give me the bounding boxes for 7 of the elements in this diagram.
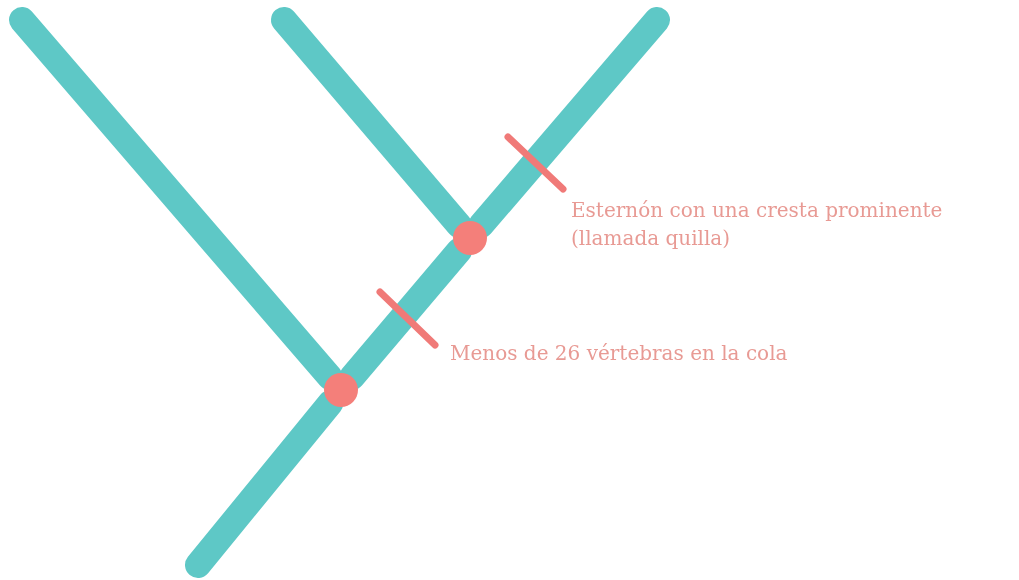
tree-branch [185, 390, 344, 578]
trait-label: Menos de 26 vértebras en la cola [450, 340, 788, 367]
trait-label: Esternón con una cresta prominente (llamada quilla) [571, 197, 944, 252]
tree-branch [339, 237, 472, 391]
tree-branch [9, 7, 343, 391]
tree-branch [271, 7, 472, 239]
tree-branch [468, 7, 670, 239]
